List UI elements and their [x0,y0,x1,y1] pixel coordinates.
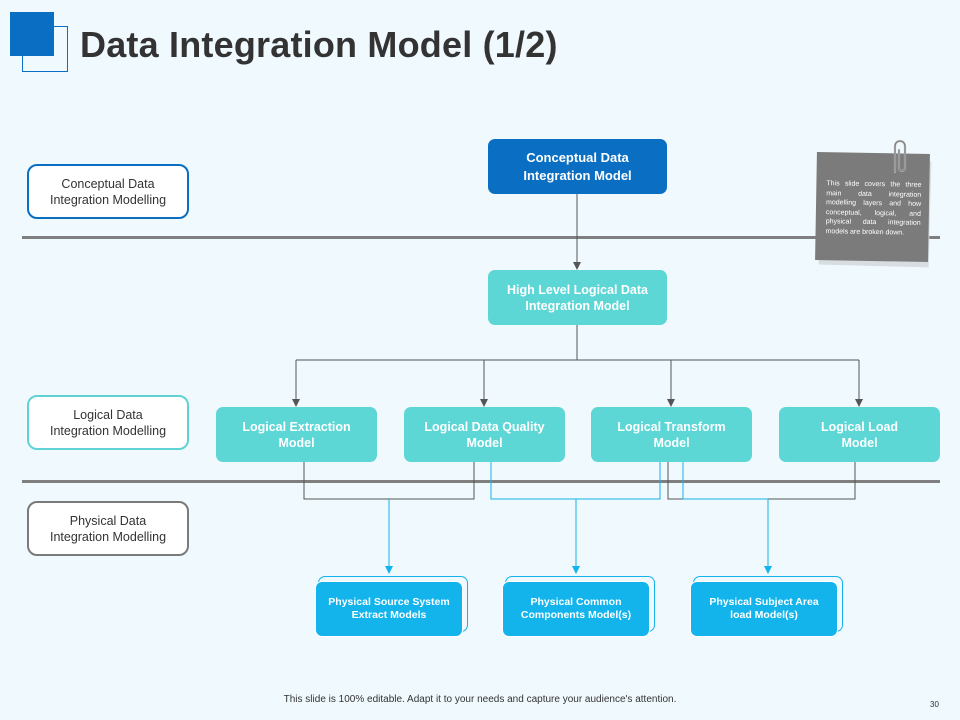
node-high-level-logical-model[interactable]: High Level Logical Data Integration Mode… [488,270,667,325]
sticky-note-text: This slide covers the three main data in… [825,180,922,237]
layer-divider-bottom [22,480,940,483]
page-number: 30 [930,700,939,709]
paperclip-icon [893,139,907,174]
footer-note: This slide is 100% editable. Adapt it to… [283,694,677,705]
node-conceptual-model[interactable]: Conceptual Data Integration Model [488,139,667,194]
connector-highlevel-to-logical [292,325,863,407]
node-logical-load-model[interactable]: Logical Load Model [779,407,940,462]
connector-physical-arrows [385,462,772,574]
connector-logical-to-source [303,462,475,500]
layer-label-physical: Physical Data Integration Modelling [27,501,189,556]
page-title: Data Integration Model (1/2) [80,24,558,65]
layer-label-conceptual: Conceptual Data Integration Modelling [27,164,189,219]
node-physical-subject-area-load-models[interactable]: Physical Subject Area load Model(s) [690,581,838,637]
node-physical-common-components-models[interactable]: Physical Common Components Model(s) [502,581,650,637]
layer-divider-top [22,236,940,239]
node-logical-data-quality-model[interactable]: Logical Data Quality Model [404,407,565,462]
node-physical-source-extract-models[interactable]: Physical Source System Extract Models [315,581,463,637]
layer-label-logical: Logical Data Integration Modelling [27,395,189,450]
node-logical-transform-model[interactable]: Logical Transform Model [591,407,752,462]
logo-square-icon [10,12,54,56]
node-logical-extraction-model[interactable]: Logical Extraction Model [216,407,377,462]
connector-logical-to-subject [667,462,856,500]
